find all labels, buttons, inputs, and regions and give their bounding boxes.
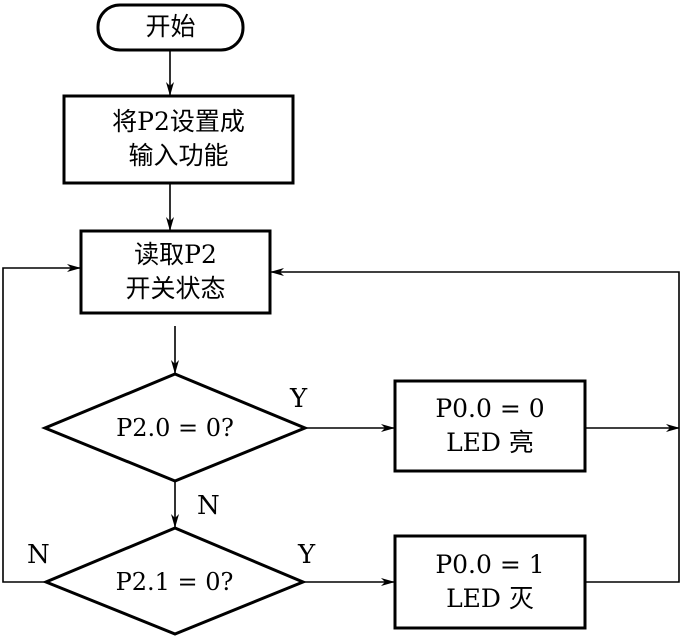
set-input-line1: 将P2设置成 <box>112 107 245 136</box>
decision2-label: P2.1 = 0? <box>115 568 234 596</box>
decision1-yes-label: Y <box>290 384 308 414</box>
decision1-no-label: N <box>197 491 220 521</box>
start-label: 开始 <box>145 12 196 41</box>
led-off-line2: LED 灭 <box>446 584 534 613</box>
set-input-box <box>62 94 295 185</box>
read-state-label: 读取P2 开关状态 <box>81 238 270 306</box>
loop-led-off-return <box>270 268 680 583</box>
led-on-line1: P0.0 = 0 <box>435 394 545 423</box>
decision2-diamond <box>42 526 307 636</box>
led-off-line1: P0.0 = 1 <box>435 550 545 579</box>
led-on-label: P0.0 = 0 LED 亮 <box>395 392 585 460</box>
set-input-label: 将P2设置成 输入功能 <box>64 105 293 173</box>
led-on-line2: LED 亮 <box>446 428 534 457</box>
read-state-line1: 读取P2 <box>134 240 217 269</box>
set-input-line2: 输入功能 <box>128 141 229 170</box>
decision2-no-label: N <box>27 540 50 570</box>
loop-decision2-no <box>2 264 81 583</box>
read-state-line2: 开关状态 <box>125 274 226 303</box>
led-off-label: P0.0 = 1 LED 灭 <box>395 548 585 616</box>
led-on-box <box>393 379 587 473</box>
decision1-label: P2.0 = 0? <box>116 414 234 442</box>
decision2-yes-label: Y <box>298 540 316 570</box>
